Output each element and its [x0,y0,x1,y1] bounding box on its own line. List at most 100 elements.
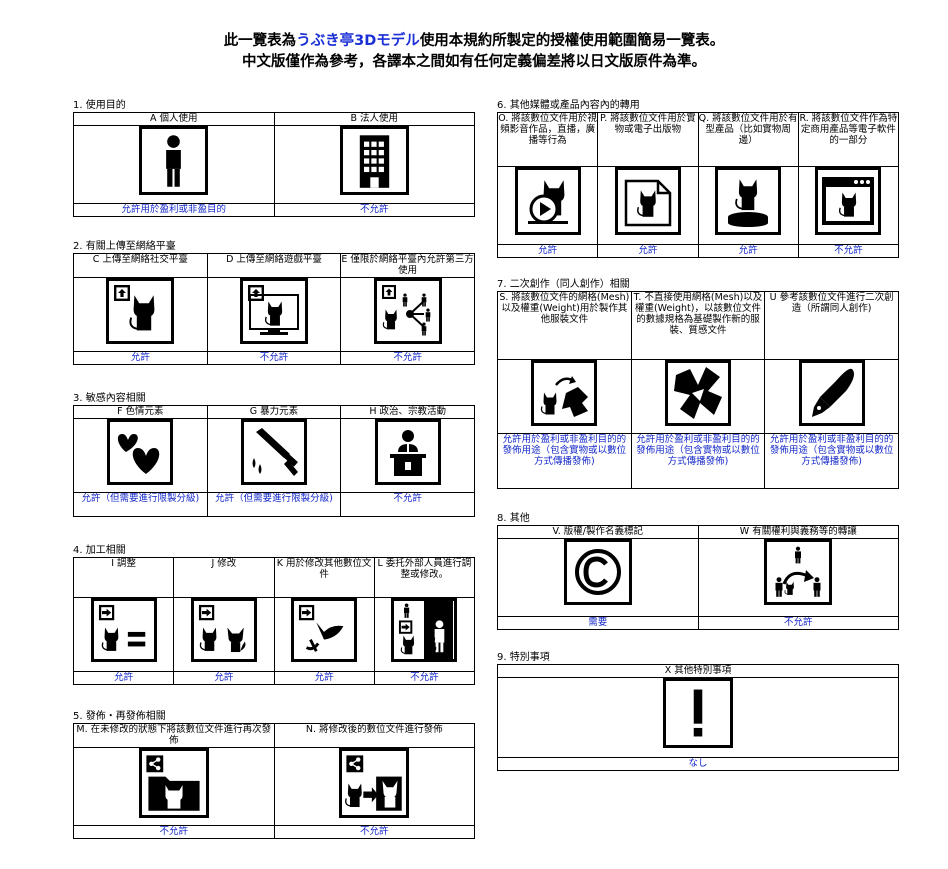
pen-nib-icon [798,360,865,426]
status-j: 允許 [173,671,275,685]
status-m: 不允許 [73,825,275,839]
software-window-icon [815,167,882,235]
status-l: 不允許 [373,671,476,685]
status-s: 允許用於盈利或非盈利目的的發佈用途（包含實物或以數位方式傳播發佈) [497,433,632,489]
office-building-icon [339,126,409,195]
cell-header-m: M. 在未修改的狀態下將該數位文件進行再次發佈 [73,723,275,748]
cell-icon-r [797,166,900,245]
cell-header-g: G 暴力元素 [206,405,342,419]
cell-header-j: J 修改 [173,557,275,598]
mesh-clothing-icon [531,360,598,426]
section-other-media: 6. 其他媒體或產品內容內的轉用 O. 將該數位文件用於視頻影音作品，直播，廣播… [496,99,900,258]
status-r: 不允許 [797,244,900,258]
parts-reuse-icon [291,598,358,662]
exclamation-icon [663,678,733,748]
cell-icon-e [340,277,475,352]
video-play-icon [514,167,581,235]
adjust-equal-icon [90,598,157,662]
cell-header-f: F 色情元素 [73,405,208,419]
cell-header-i: I 調整 [72,557,175,598]
cell-header-h: H 政治、宗教活動 [340,405,475,419]
cell-icon-v [497,538,699,617]
cell-icon-n [273,747,475,826]
section-label: 2. 有關上傳至網絡平臺 [73,241,176,252]
publication-icon [614,167,681,235]
cell-icon-k [273,597,375,672]
cell-header-v: V. 版權/製作名義標記 [497,525,699,539]
status-i: 允許 [72,671,175,685]
cell-header-c: C 上傳至網絡社交平臺 [73,253,208,278]
redistribute-icon [138,748,209,818]
outsource-icon [391,598,458,662]
section-label: 4. 加工相關 [73,545,126,556]
modify-icon [190,598,257,662]
cell-header-t: T. 不直接使用網格(Mesh)以及權重(Weight)，以該數位文件的數據規格… [630,291,766,360]
cell-icon-x [497,677,899,758]
status-d: 不允許 [206,351,342,365]
bloody-knife-icon [240,419,307,485]
status-e: 不允許 [340,351,475,365]
cell-icon-j [173,597,275,672]
cell-icon-a [73,125,275,204]
cell-icon-d [206,277,342,352]
status-x: なし [497,757,899,771]
upload-social-icon [106,278,175,344]
cell-icon-b [273,125,475,204]
cell-icon-t [630,359,766,434]
status-w: 不允許 [697,616,899,630]
cell-icon-q [697,166,799,245]
status-n: 不允許 [273,825,475,839]
cell-header-w: W 有關權利與義務等的轉讓 [697,525,899,539]
cell-header-o: O. 將該數位文件用於視頻影音作品，直播，廣播等行為 [496,112,599,167]
cell-icon-p [597,166,699,245]
cell-header-k: K 用於修改其他數位文件 [273,557,375,598]
status-o: 允許 [496,244,599,258]
podium-speaker-icon [374,419,441,485]
cell-icon-u [764,359,899,434]
cell-header-n: N. 將修改後的數位文件進行發佈 [273,723,475,748]
title-product-name: うぶき亭3Dモデル [296,33,420,49]
cell-header-b: B 法人使用 [273,112,475,126]
title-line-1: 此一覽表為うぶき亭3Dモデル使用本規約所製定的授權使用範圍簡易一覽表。 [223,33,725,49]
cell-header-a: A 個人使用 [73,112,275,126]
section-label: 9. 特別事項 [497,652,550,663]
cell-header-p: P. 將該數位文件用於實物或電子出版物 [597,112,699,167]
status-f: 允許（但需要進行限製分級) [73,492,208,517]
status-c: 允許 [73,351,208,365]
cell-header-e: E 僅限於網絡平臺內允許第三方使用 [340,253,475,278]
cell-icon-o [496,166,599,245]
derivative-works-table: S. 將該數位文件的網格(Mesh)以及權重(Weight)用於製作其他服裝文件… [497,291,899,489]
title-line-2: 中文版僅作為參考，各譯本之間如有任何定義偏差將以日文版原件為準。 [242,54,706,70]
cell-icon-c [73,277,208,352]
hearts-icon [107,419,174,485]
person-icon [139,126,209,195]
status-u: 允許用於盈利或非盈利目的的發佈用途（包含實物或以數位方式傳播發佈) [764,433,899,489]
section-label: 6. 其他媒體或產品內容內的轉用 [497,100,640,111]
cell-icon-g [206,418,342,493]
cell-icon-w [697,538,899,617]
cell-header-s: S. 將該數位文件的網格(Mesh)以及權重(Weight)用於製作其他服裝文件 [497,291,632,360]
section-special-notes: 9. 特別事項 X 其他特別事項 なし [497,651,899,771]
share-modified-icon [339,748,410,818]
cell-header-u: U 參考該數位文件進行二次創造（所謂同人創作) [764,291,899,360]
upload-share-icon [373,278,442,344]
section-label: 7. 二次創作（同人創作）相關 [497,279,630,290]
cell-header-r: R. 將該數位文件作為特定商用產品等電子軟件的一部分 [797,112,900,167]
special-notes-table: X 其他特別事項 なし [497,664,899,771]
status-h: 不允許 [340,492,475,517]
cell-icon-i [72,597,175,672]
status-b: 不允許 [273,203,475,217]
section-label: 1. 使用目的 [73,100,126,111]
status-p: 允許 [597,244,699,258]
cell-icon-h [340,418,475,493]
section-label: 5. 發佈・再發佈相關 [73,711,166,722]
cell-header-d: D 上傳至網絡遊戲平臺 [206,253,342,278]
